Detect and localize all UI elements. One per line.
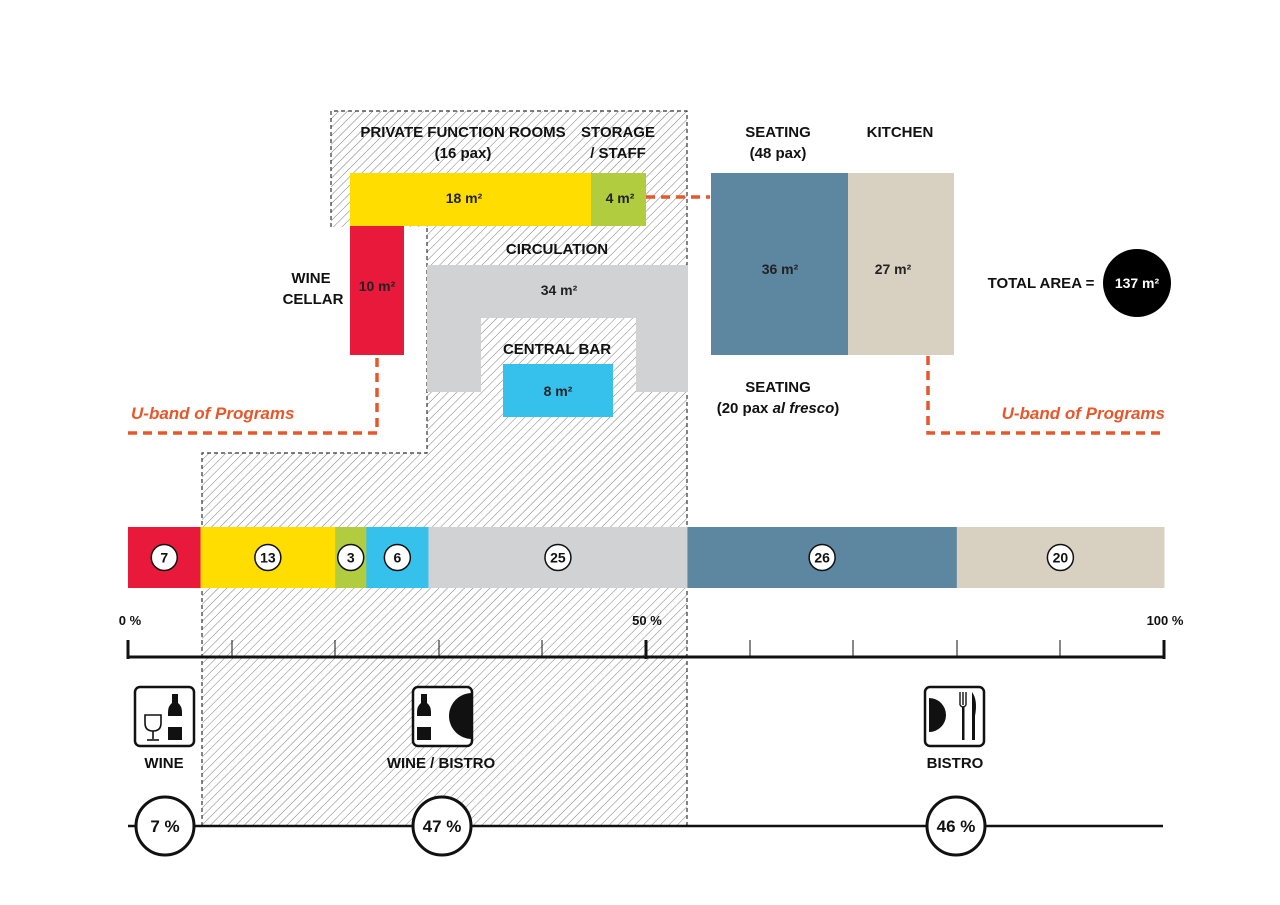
percent-circle-wine: 7 % — [134, 795, 196, 857]
bottle-plate-icon — [411, 685, 474, 748]
storage-area: 4 m² — [606, 190, 635, 206]
bar-segment-badge-central-bar — [383, 543, 412, 572]
storage-title-line1: STORAGE — [581, 124, 655, 141]
circulation-area: 34 m² — [541, 282, 578, 298]
percent-circle-bistro: 46 % — [925, 795, 987, 857]
private-title-line2: (16 pax) — [435, 145, 492, 162]
scale-label-mid: 50 % — [632, 613, 662, 628]
circulation-title: CIRCULATION — [506, 241, 608, 258]
seating20-title-line2: (20 pax al fresco) — [717, 400, 840, 417]
bar-segment-value-kitchen: 20 — [1053, 550, 1069, 566]
bar-segment-value-storage: 3 — [347, 550, 355, 566]
central-bar-block — [503, 364, 613, 417]
uband-line-right — [926, 356, 1165, 435]
category-label-wine: WINE — [144, 755, 183, 772]
total-area-label: TOTAL AREA = — [988, 275, 1095, 292]
bar-segment-badge-storage — [336, 543, 365, 572]
wine-cellar-block — [350, 226, 404, 355]
hatch-zone-bottom — [202, 453, 687, 826]
bar-segment-value-circulation: 25 — [550, 550, 566, 566]
central-bar-title: CENTRAL BAR — [503, 341, 611, 358]
bar-segment-badge-kitchen — [1046, 543, 1075, 572]
seating20-title-line1: SEATING — [745, 379, 811, 396]
wine-area: 10 m² — [359, 278, 396, 294]
bar-segment-value-private-function: 13 — [260, 550, 276, 566]
seating-area: 36 m² — [762, 261, 799, 277]
bar-segment-badge-wine-cellar — [150, 543, 179, 572]
total-area-value: 137 m² — [1115, 275, 1160, 291]
circulation-block — [427, 265, 688, 392]
uband-label-right: U-band of Programs — [1002, 404, 1165, 423]
stacked-percent-bar: 7 13 3 6 25 26 20 — [128, 527, 1165, 588]
wine-cellar-title-line2: CELLAR — [283, 291, 344, 308]
bar-segment-value-central-bar: 6 — [393, 550, 401, 566]
storage-block — [591, 173, 646, 226]
svg-text:7 %: 7 % — [150, 817, 179, 836]
scale-label-start: 0 % — [119, 613, 142, 628]
kitchen-area: 27 m² — [875, 261, 912, 277]
svg-text:46 %: 46 % — [937, 817, 976, 836]
bar-segment-value-wine-cellar: 7 — [160, 550, 168, 566]
seating48-title-line1: SEATING — [745, 124, 811, 141]
percent-circle-wine-bistro: 47 % — [411, 795, 473, 857]
kitchen-title: KITCHEN — [867, 124, 934, 141]
seating48-title-line2: (48 pax) — [750, 145, 807, 162]
category-label-bistro: BISTRO — [927, 755, 984, 772]
total-area-circle — [1103, 249, 1171, 317]
private-function-block — [350, 173, 591, 226]
private-area: 18 m² — [446, 190, 483, 206]
bar-segment-badge-circulation — [544, 543, 572, 572]
scale-label-end: 100 % — [1147, 613, 1184, 628]
bar-segment-badge-seating — [808, 543, 836, 572]
wine-cellar-title-line1: WINE — [291, 270, 330, 287]
bar-segment-badge-private-function — [254, 543, 282, 572]
svg-text:47 %: 47 % — [423, 817, 462, 836]
wine-glass-bottle-icon — [133, 685, 196, 748]
seating-block — [711, 173, 848, 355]
uband-label-left: U-band of Programs — [131, 404, 294, 423]
private-title-line1: PRIVATE FUNCTION ROOMS — [360, 124, 565, 141]
kitchen-block — [848, 173, 954, 355]
category-label-wine-bistro: WINE / BISTRO — [387, 755, 496, 772]
percent-scale — [126, 640, 1166, 659]
storage-title-line2: / STAFF — [590, 145, 646, 162]
plate-cutlery-icon — [923, 685, 986, 748]
uband-line-left — [128, 356, 379, 435]
bar-area: 8 m² — [544, 383, 573, 399]
bar-segment-value-seating: 26 — [814, 550, 830, 566]
